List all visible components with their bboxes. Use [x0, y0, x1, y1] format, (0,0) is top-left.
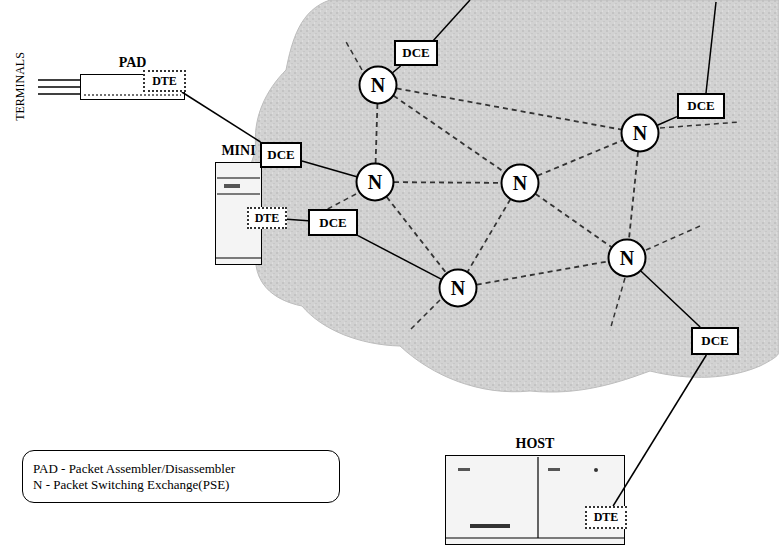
trunk-line — [376, 104, 378, 163]
equipment-name: MINI — [221, 143, 255, 159]
dte-box: DTE — [143, 70, 186, 92]
equipment-name: PAD — [119, 55, 147, 71]
node-label: N — [513, 172, 527, 195]
host-base — [445, 537, 625, 538]
access-line — [432, 0, 470, 42]
node-label: DCE — [402, 45, 429, 61]
node-label: DCE — [267, 147, 294, 163]
node-label: N — [451, 277, 465, 300]
node-label: N — [368, 171, 382, 194]
switch-node: N — [358, 65, 398, 105]
dte-box: DTE — [585, 506, 627, 529]
trunk-line — [538, 140, 623, 175]
equipment-box: PADDTE — [80, 74, 185, 100]
trunk-stub — [610, 278, 625, 330]
dce-box: DCE — [308, 209, 358, 236]
trunk-line — [394, 182, 501, 184]
access-line — [641, 271, 700, 327]
trunk-line — [536, 194, 612, 247]
pad-detail — [84, 94, 181, 96]
trunk-stub — [660, 122, 740, 128]
access-line — [358, 236, 441, 280]
access-line — [613, 355, 706, 506]
equipment-box: HOSTDTE — [445, 455, 625, 545]
host-dot — [594, 468, 598, 472]
legend-line: N - Packet Switching Exchange(PSE) — [33, 477, 229, 493]
legend-line: PAD - Packet Assembler/Disassembler — [33, 461, 235, 477]
terminal-line — [38, 79, 80, 81]
dce-box: DCE — [260, 142, 302, 168]
mini-slot — [224, 184, 240, 188]
access-line — [657, 117, 677, 126]
equipment-name: HOST — [516, 436, 555, 452]
switch-node: N — [620, 113, 660, 153]
trunk-line — [629, 152, 638, 239]
access-line — [182, 92, 261, 142]
trunk-line — [468, 199, 511, 271]
trunk-line — [397, 88, 622, 129]
trunk-line — [394, 96, 505, 172]
network-cloud — [247, 0, 779, 392]
trunk-stub — [345, 40, 362, 70]
switch-node: N — [607, 238, 647, 278]
pad-body — [80, 74, 185, 100]
access-line — [287, 219, 308, 220]
node-label: DTE — [594, 510, 619, 525]
mini-drawer — [217, 177, 260, 178]
switch-node: N — [500, 163, 540, 203]
access-line — [706, 2, 716, 93]
host-slot — [548, 468, 560, 471]
legend-box: PAD - Packet Assembler/DisassemblerN - P… — [22, 450, 340, 503]
node-label: DTE — [152, 74, 177, 89]
node-label: DCE — [319, 215, 346, 231]
terminal-line — [38, 93, 80, 95]
access-line — [393, 66, 401, 73]
dce-box: DCE — [677, 93, 725, 119]
host-panel — [470, 524, 510, 528]
mini-drawer — [217, 193, 260, 194]
dce-box: DCE — [691, 327, 739, 355]
host-divider — [537, 457, 538, 538]
node-label: N — [633, 122, 647, 145]
host-case — [445, 455, 625, 545]
trunk-line — [477, 261, 609, 284]
switch-node: N — [438, 268, 478, 308]
node-label: DTE — [255, 211, 280, 226]
trunk-line — [387, 197, 447, 273]
dte-box: DTE — [247, 207, 287, 229]
trunk-stub — [410, 300, 440, 330]
access-line — [302, 161, 357, 177]
node-label: DCE — [687, 98, 714, 114]
node-label: N — [620, 247, 634, 270]
trunk-stub — [646, 226, 700, 250]
terminal-line — [38, 86, 80, 88]
node-label: DCE — [701, 333, 728, 349]
dce-box: DCE — [394, 40, 438, 66]
node-label: N — [371, 74, 385, 97]
mini-base — [215, 257, 262, 258]
equipment-box: MINIDTE — [215, 162, 262, 265]
switch-node: N — [355, 162, 395, 202]
host-slot — [458, 468, 470, 471]
terminals-label: TERMINALS — [13, 52, 28, 121]
